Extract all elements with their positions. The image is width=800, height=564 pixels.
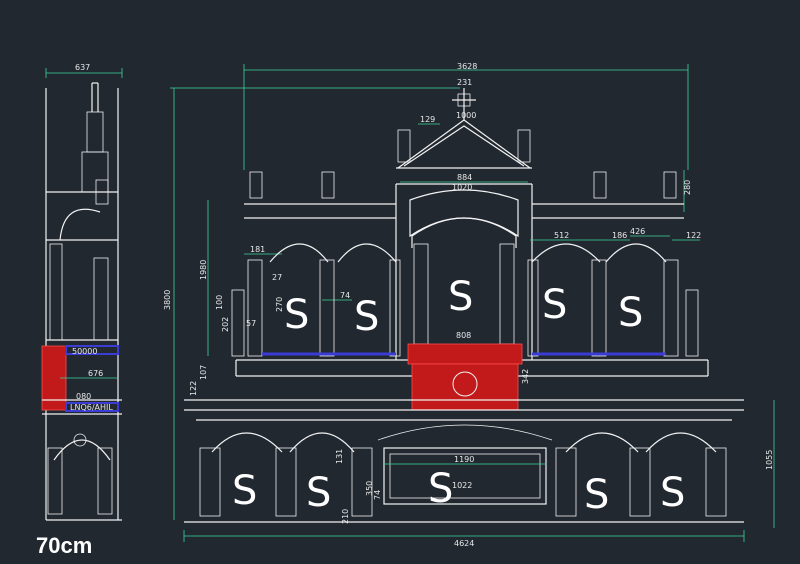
dim-height-74: 74 [373,490,382,500]
s-label: S [448,274,473,320]
dim-arch-181: 181 [250,245,265,254]
dim-height-350: 350 [365,481,374,496]
tabernacle-top-highlight [407,343,523,365]
s-label: S [618,290,643,336]
dim-side-080: 080 [76,392,91,401]
dim-cross-base: 1000 [456,111,476,120]
dim-height-57: 57 [246,319,256,328]
dim-arch-186: 186 [612,231,627,240]
s-label: S [428,466,453,512]
dim-base-height: 1055 [765,450,774,470]
front-elevation: 3628 3800 231 1000 129 884 1020 280 [163,62,775,548]
dim-height-107: 107 [199,365,208,380]
side-label-a: 50000 [72,347,97,356]
s-label: S [660,470,685,516]
scale-label: 70cm [36,533,92,558]
s-labels: S S S S S S S S S S [232,274,685,518]
dim-height-27: 27 [272,273,282,282]
dim-height-131: 131 [335,449,344,464]
dim-height-122: 122 [189,381,198,396]
dim-side-676: 676 [88,369,103,378]
dim-center-808: 808 [456,331,471,340]
dim-height-342: 342 [521,369,530,384]
dim-arch-426: 426 [630,227,645,236]
dim-base-1190: 1190 [454,455,474,464]
side-label-b: LNQ6/AHIL [70,403,113,412]
dim-side-width: 637 [75,63,90,72]
s-label: S [284,292,309,338]
dim-upper-884: 884 [457,173,472,182]
tabernacle-body-highlight [411,363,519,411]
s-label: S [232,468,257,514]
dim-cross-width: 231 [457,78,472,87]
dim-gable-129: 129 [420,115,435,124]
dim-height-280: 280 [683,180,692,195]
s-label: S [354,294,379,340]
dim-total-width: 4624 [454,539,474,548]
s-label: S [584,472,609,518]
dim-height-100: 100 [215,295,224,310]
dim-height-210: 210 [341,509,350,524]
dim-height-1980: 1980 [199,260,208,280]
dim-base-1022: 1022 [452,481,472,490]
s-label: S [306,470,331,516]
side-elevation: 637 50000 676 080 LNQ6/AHIL [41,63,123,521]
dim-arch-74: 74 [340,291,350,300]
dim-arch-122: 122 [686,231,701,240]
dim-arch-512: 512 [554,231,569,240]
dim-height-270: 270 [275,297,284,312]
dim-height-202: 202 [221,317,230,332]
s-label: S [542,282,567,328]
dim-total-height: 3800 [163,290,172,310]
dim-overall-width: 3628 [457,62,477,71]
dim-upper-1020: 1020 [452,183,472,192]
